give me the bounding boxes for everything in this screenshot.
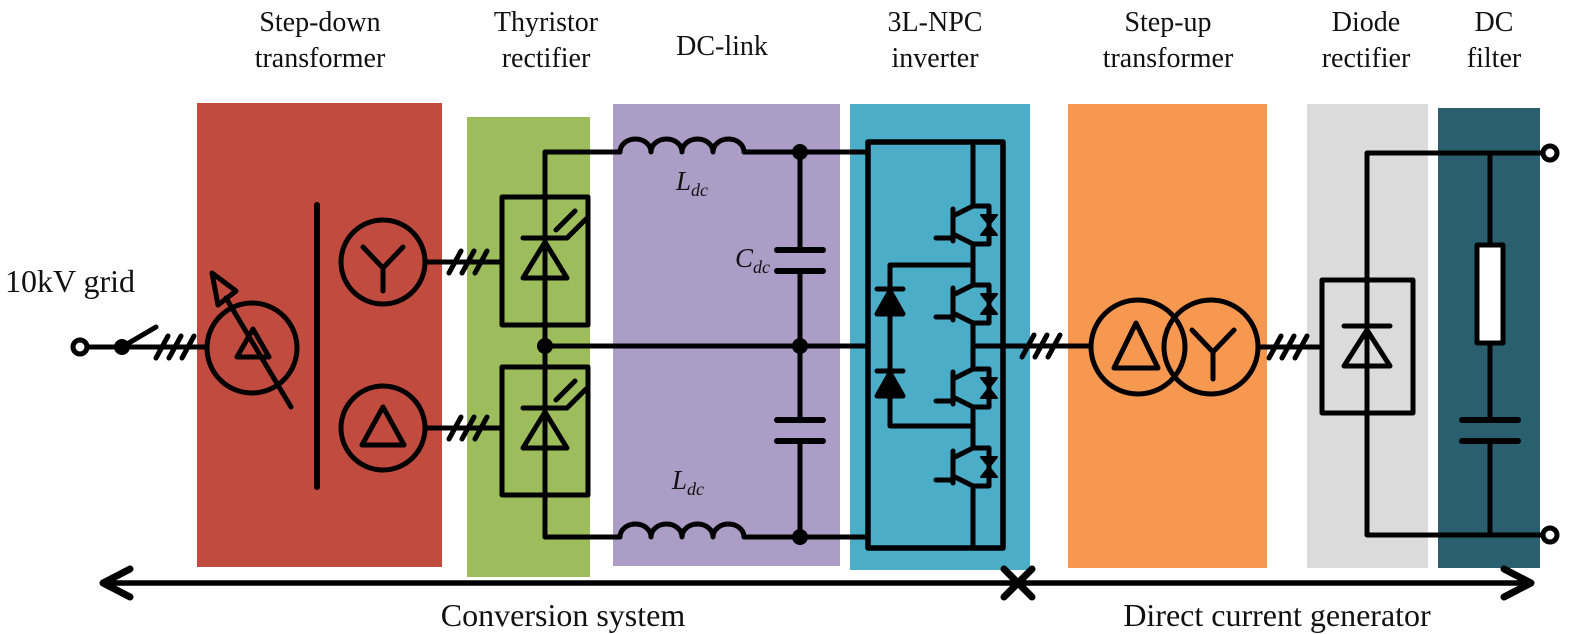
title-thyristor-1: Thyristor <box>494 7 599 38</box>
three-phase-slashes-wye <box>446 248 490 276</box>
dc-bottom-rail <box>1364 410 1546 538</box>
igbt-1-diode-icon <box>980 214 998 236</box>
filter-resistor-icon <box>1474 242 1506 346</box>
delta-winding-icon <box>234 326 272 360</box>
title-thyristor-2: rectifier <box>502 43 591 74</box>
inductor-bottom-label: Ldc <box>671 465 704 499</box>
title-diode-1: Diode <box>1332 7 1400 38</box>
left-arrowhead-icon <box>99 565 134 601</box>
junction-dot <box>792 529 808 545</box>
span-divider-x-icon <box>1000 565 1036 601</box>
title-npc-2: inverter <box>891 43 979 74</box>
npc-inverter-block <box>850 104 1030 570</box>
clamp-diode-1-icon <box>874 288 906 317</box>
title-step-up-2: transformer <box>1103 43 1234 74</box>
three-phase-slashes-input <box>153 333 197 361</box>
grid-voltage-label: 10kV grid <box>5 263 135 299</box>
delta-symbol-icon <box>359 404 407 448</box>
title-npc-1: 3L-NPC <box>888 7 983 38</box>
dc-inductor-top-icon <box>617 136 747 155</box>
output-terminal-top <box>1540 143 1560 163</box>
output-stage-circuit <box>1319 143 1560 545</box>
input-terminal-icon <box>70 337 90 357</box>
dc-top-rail <box>1364 150 1546 283</box>
secondary-windings <box>338 217 505 473</box>
title-filter-1: DC <box>1475 7 1514 38</box>
span-annotation <box>99 565 1535 601</box>
junction-dot <box>537 338 553 354</box>
thyristor-rectifier-modules <box>499 149 591 540</box>
title-step-up-1: Step-up <box>1124 7 1211 38</box>
three-phase-slashes-inverter-out <box>1019 332 1063 360</box>
igbt-1 <box>933 203 998 247</box>
dc-link-circuit <box>537 136 871 545</box>
igbt-3-diode-icon <box>980 377 998 399</box>
title-step-down-1: Step-down <box>259 7 380 38</box>
igbt-4-diode-icon <box>980 456 998 478</box>
regulation-arrowhead-icon <box>209 270 239 308</box>
conversion-system-label: Conversion system <box>441 597 686 633</box>
switch-blade-icon <box>119 324 159 350</box>
junction-dot <box>792 144 808 160</box>
grid-input <box>70 202 320 490</box>
wye-symbol-icon <box>360 244 406 294</box>
variable-transformer-circle <box>204 300 300 396</box>
igbt-3 <box>933 366 998 410</box>
dc-capacitor-bottom-icon <box>774 417 826 444</box>
dc-capacitor-top-icon <box>774 247 826 274</box>
three-phase-slashes-transformer-out <box>1266 333 1310 361</box>
clamp-diode-2-icon <box>874 370 906 399</box>
dc-link-block <box>613 104 840 566</box>
block-titles: Step-down transformer Thyristor rectifie… <box>255 7 1522 74</box>
diode-rectifier-icon <box>1341 323 1393 369</box>
igbt-4 <box>933 445 998 489</box>
thyristor-1-icon <box>520 208 589 281</box>
clamp-diode-leg <box>874 262 976 429</box>
step-up-transformer-symbol <box>1088 297 1325 397</box>
filter-capacitor-icon <box>1459 417 1521 444</box>
igbt-2 <box>933 282 998 326</box>
title-dc-link: DC-link <box>676 31 768 62</box>
dc-generator-label: Direct current generator <box>1123 597 1431 633</box>
junction-dot <box>792 338 808 354</box>
dc-inductor-bottom-icon <box>617 521 747 540</box>
title-step-down-2: transformer <box>255 43 386 74</box>
thyristor-2-icon <box>520 378 589 451</box>
npc-inverter-circuit <box>865 139 1094 551</box>
igbt-2-diode-icon <box>980 293 998 315</box>
three-phase-slashes-delta <box>446 414 490 442</box>
capacitor-top-label: Cdc <box>735 243 770 277</box>
regulation-arrow-line <box>223 295 294 410</box>
inductor-top-label: Ldc <box>675 166 708 200</box>
right-arrowhead-icon <box>1500 565 1535 601</box>
title-filter-2: filter <box>1467 43 1522 74</box>
step-up-primary-circle <box>1088 297 1188 397</box>
delta-symbol-icon <box>1111 320 1161 371</box>
wye-symbol-icon <box>1189 327 1237 382</box>
output-terminal-bottom <box>1540 525 1560 545</box>
title-diode-2: rectifier <box>1322 43 1411 74</box>
